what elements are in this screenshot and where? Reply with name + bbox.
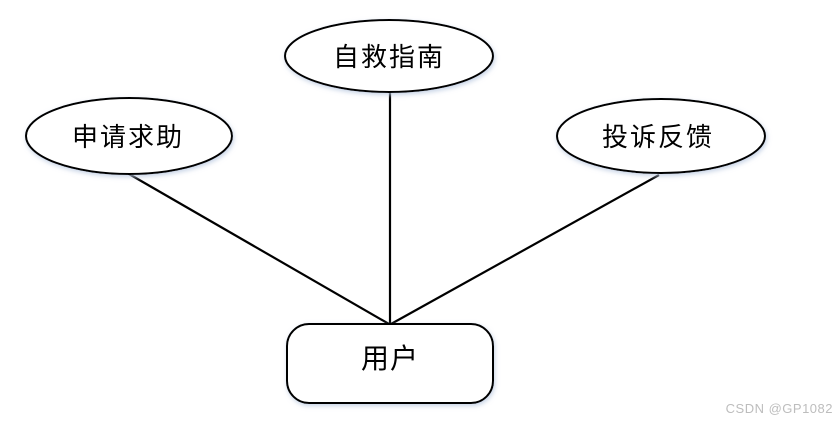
apply-for-help-ellipse — [25, 97, 233, 175]
self-rescue-guide-ellipse — [284, 19, 494, 93]
user-label: 用户 — [361, 342, 419, 375]
complaint-feedback-ellipse — [556, 98, 766, 174]
complaint-feedback-label: 投诉反馈 — [602, 123, 714, 153]
self-rescue-guide-label: 自救指南 — [333, 43, 445, 73]
diagram-edges — [128, 91, 660, 325]
watermark: CSDN @GP1082 — [726, 401, 833, 416]
edge-complaint-feedback-to-user — [390, 174, 660, 325]
node-user: 用户 — [286, 323, 494, 404]
edge-apply-for-help-to-user — [128, 173, 390, 325]
node-complaint-feedback: 投诉反馈 — [556, 98, 766, 174]
node-apply-for-help: 申请求助 — [25, 97, 233, 175]
node-self-rescue-guide: 自救指南 — [284, 19, 494, 93]
user-rect — [286, 323, 494, 404]
apply-for-help-label: 申请求助 — [72, 123, 184, 153]
